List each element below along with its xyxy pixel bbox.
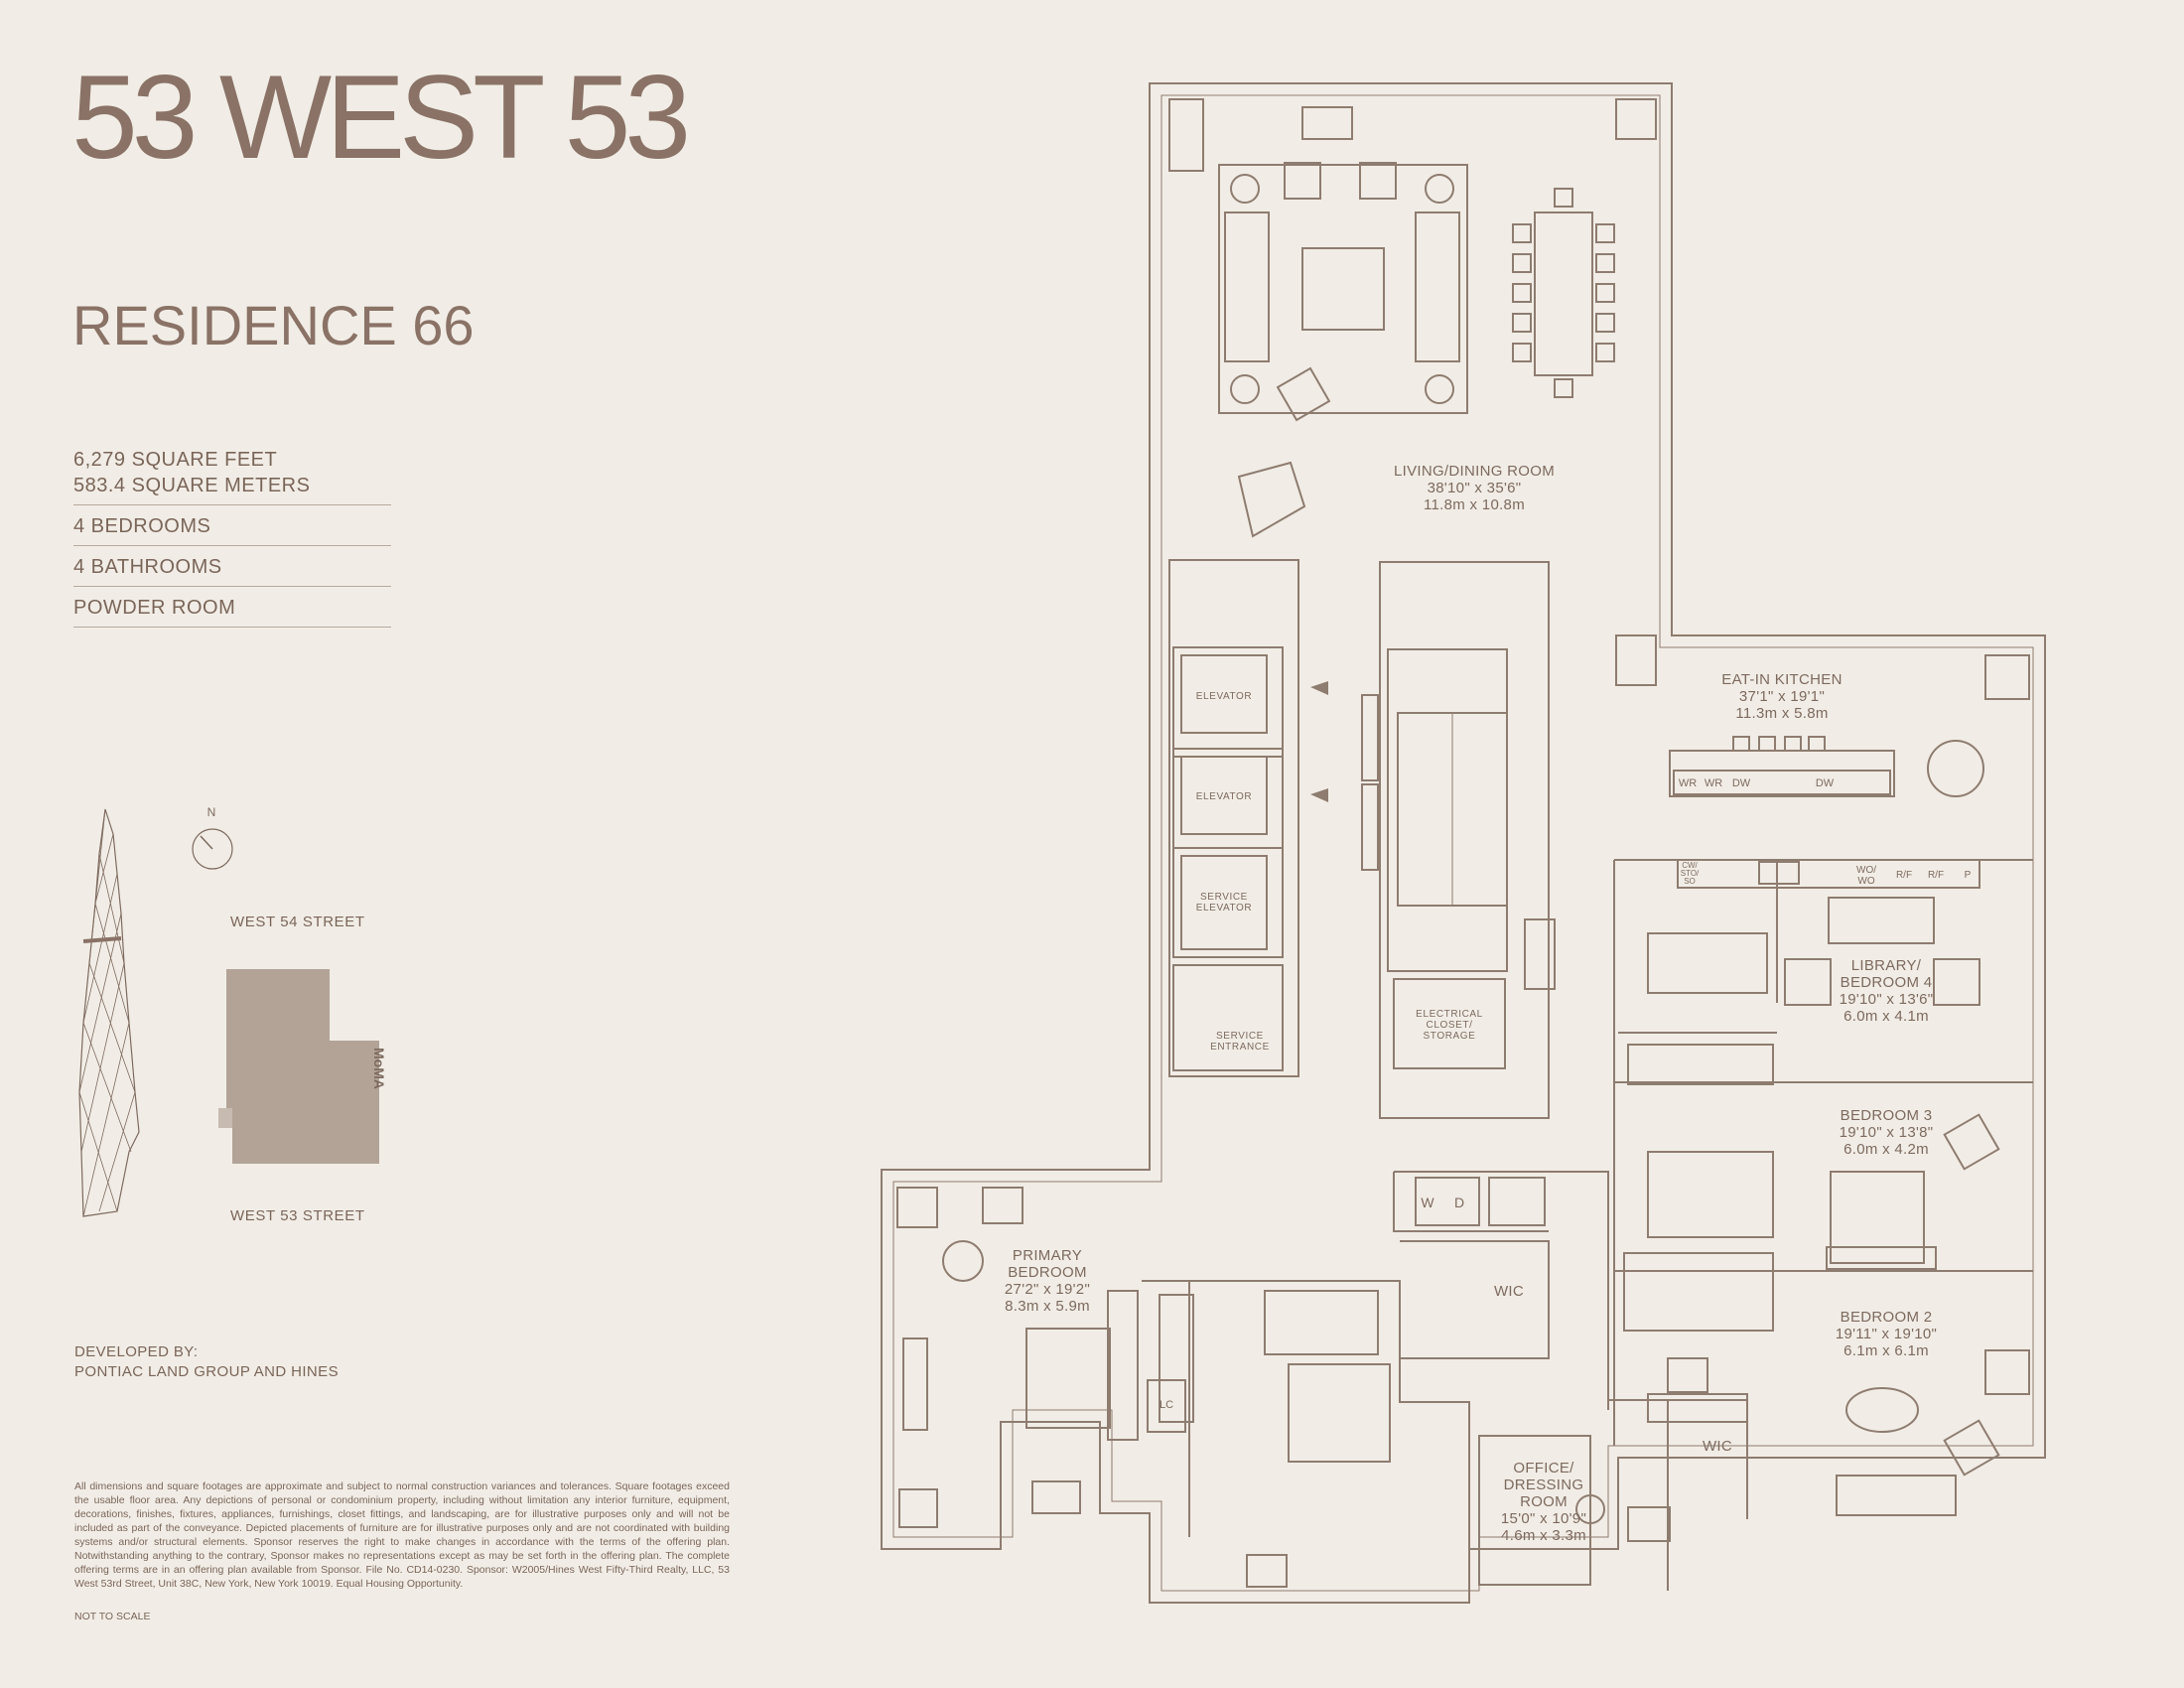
- appliance-cw-3: SO: [1684, 877, 1696, 886]
- room-primary-name-2: BEDROOM: [1008, 1264, 1087, 1281]
- appliance-wo-1: WO/: [1856, 865, 1876, 876]
- room-library-name-2: BEDROOM 4: [1840, 974, 1933, 991]
- service-entrance-label-2: ENTRANCE: [1210, 1042, 1270, 1053]
- stat-sqft: 6,279 SQUARE FEET: [73, 449, 278, 471]
- stat-powder-room: POWDER ROOM: [73, 595, 391, 628]
- room-kitchen-name: EAT-IN KITCHEN: [1721, 671, 1843, 688]
- service-elevator-label-1: SERVICE: [1200, 892, 1248, 903]
- room-office-name-3: ROOM: [1520, 1493, 1568, 1510]
- stat-bathrooms: 4 BATHROOMS: [73, 554, 391, 587]
- room-bed2-metric: 6.1m x 6.1m: [1843, 1342, 1929, 1359]
- appliance-rf-1: R/F: [1896, 870, 1912, 881]
- appliance-cw-1: CW/: [1682, 861, 1698, 870]
- appliance-wo-2: WO: [1857, 876, 1874, 887]
- developer-block: DEVELOPED BY: PONTIAC LAND GROUP AND HIN…: [74, 1342, 339, 1382]
- site-key-map: N: [78, 805, 379, 1217]
- linen-closet-label: LC: [1160, 1399, 1173, 1411]
- developer-label: DEVELOPED BY:: [74, 1343, 199, 1360]
- room-primary-metric: 8.3m x 5.9m: [1005, 1298, 1090, 1315]
- disclaimer-text: All dimensions and square footages are a…: [74, 1480, 730, 1590]
- room-wic-1: WIC: [1493, 1283, 1525, 1300]
- stat-area: 6,279 SQUARE FEET 583.4 SQUARE METERS: [73, 447, 391, 505]
- room-living-imperial: 38'10" x 35'6": [1427, 480, 1522, 496]
- not-to-scale-label: NOT TO SCALE: [74, 1611, 151, 1622]
- electrical-label-1: ELECTRICAL: [1416, 1009, 1483, 1020]
- appliance-p: P: [1965, 870, 1972, 881]
- room-bed3-imperial: 19'10" x 13'8": [1839, 1124, 1934, 1141]
- room-office: OFFICE/ DRESSING ROOM 15'0" x 10'9" 4.6m…: [1479, 1460, 1608, 1544]
- room-bed3-name: BEDROOM 3: [1840, 1107, 1933, 1124]
- appliance-dw-2: DW: [1816, 777, 1835, 789]
- service-entrance-label-1: SERVICE: [1216, 1031, 1264, 1042]
- room-office-imperial: 15'0" x 10'9": [1500, 1510, 1587, 1527]
- room-library-imperial: 19'10" x 13'6": [1839, 991, 1934, 1008]
- plan-outline: [881, 82, 2046, 1604]
- room-living-name: LIVING/DINING ROOM: [1393, 463, 1556, 480]
- room-library-metric: 6.0m x 4.1m: [1843, 1008, 1929, 1025]
- street-label-north: WEST 54 STREET: [230, 914, 365, 930]
- room-library-name-1: LIBRARY/: [1850, 957, 1922, 974]
- room-kitchen-metric: 11.3m x 5.8m: [1735, 705, 1829, 722]
- compass-needle-icon: [200, 835, 213, 850]
- room-primary-bedroom: PRIMARY BEDROOM 27'2" x 19'2" 8.3m x 5.9…: [973, 1247, 1122, 1315]
- developer-name: PONTIAC LAND GROUP AND HINES: [74, 1363, 339, 1380]
- appliance-wr-2: WR: [1705, 777, 1722, 789]
- elevator-2-label: ELEVATOR: [1195, 791, 1253, 802]
- room-living-metric: 11.8m x 10.8m: [1423, 496, 1525, 513]
- residence-title: RESIDENCE 66: [72, 294, 475, 356]
- stat-sqm: 583.4 SQUARE METERS: [73, 475, 311, 496]
- room-living-dining: LIVING/DINING ROOM 38'10" x 35'6" 11.8m …: [1370, 463, 1578, 513]
- stats-list: 6,279 SQUARE FEET 583.4 SQUARE METERS 4 …: [73, 447, 391, 635]
- room-bed3-metric: 6.0m x 4.2m: [1843, 1141, 1929, 1158]
- room-office-name-1: OFFICE/: [1513, 1460, 1574, 1477]
- north-label: N: [207, 805, 216, 819]
- electrical-label-2: CLOSET/: [1426, 1020, 1473, 1031]
- elevator-1-label: ELEVATOR: [1195, 691, 1253, 702]
- service-elevator-label: SERVICE ELEVATOR: [1181, 892, 1267, 914]
- tower-silhouette-icon: [78, 808, 140, 1217]
- service-entrance-label: SERVICE ENTRANCE: [1197, 1031, 1283, 1053]
- building-footprint: [226, 969, 379, 1164]
- electrical-label-3: STORAGE: [1423, 1031, 1476, 1042]
- street-label-south: WEST 53 STREET: [230, 1207, 365, 1224]
- room-bed2-name: BEDROOM 2: [1840, 1309, 1933, 1326]
- room-bed2-imperial: 19'11" x 19'10": [1835, 1326, 1938, 1342]
- room-library: LIBRARY/ BEDROOM 4 19'10" x 13'6" 6.0m x…: [1807, 957, 1966, 1025]
- room-kitchen-imperial: 37'1" x 19'1": [1738, 688, 1826, 705]
- brand-title: 53 WEST 53: [71, 51, 691, 184]
- dryer-label: D: [1454, 1195, 1464, 1210]
- appliance-wr-1: WR: [1679, 777, 1697, 789]
- appliance-rf-2: R/F: [1928, 870, 1944, 881]
- compass-icon: [192, 828, 233, 870]
- service-elevator-label-2: ELEVATOR: [1195, 903, 1253, 914]
- appliance-cw-2: STO/: [1681, 869, 1700, 878]
- appliance-dw-1: DW: [1732, 777, 1751, 789]
- room-office-metric: 4.6m x 3.3m: [1501, 1527, 1586, 1544]
- room-office-name-2: DRESSING: [1503, 1477, 1584, 1493]
- room-primary-imperial: 27'2" x 19'2": [1004, 1281, 1091, 1298]
- room-bedroom-2: BEDROOM 2 19'11" x 19'10" 6.1m x 6.1m: [1807, 1309, 1966, 1359]
- electrical-closet-label: ELECTRICAL CLOSET/ STORAGE: [1394, 1009, 1505, 1042]
- room-bedroom-3: BEDROOM 3 19'10" x 13'8" 6.0m x 4.2m: [1807, 1107, 1966, 1158]
- elevator-arrow-icon: [1310, 681, 1328, 802]
- washer-label: W: [1421, 1195, 1434, 1210]
- stat-bedrooms: 4 BEDROOMS: [73, 513, 391, 546]
- room-kitchen: EAT-IN KITCHEN 37'1" x 19'1" 11.3m x 5.8…: [1688, 671, 1876, 722]
- room-primary-name-1: PRIMARY: [1012, 1247, 1083, 1264]
- room-wic-2: WIC: [1702, 1438, 1733, 1455]
